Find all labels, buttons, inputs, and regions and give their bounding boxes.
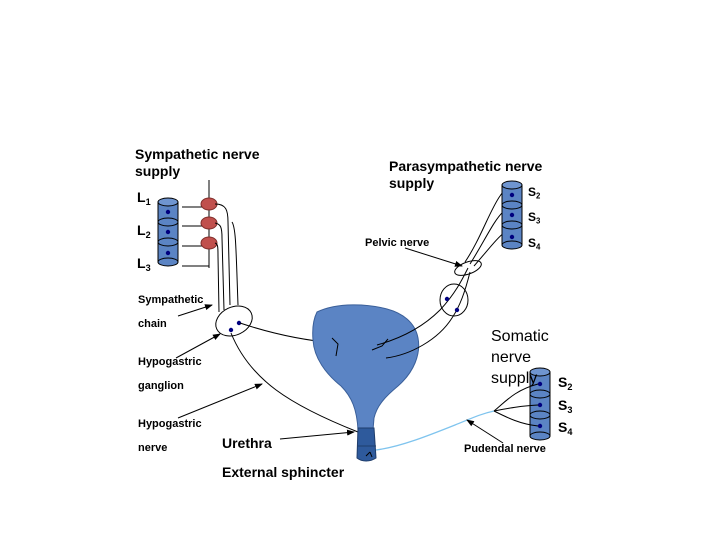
somatic-supply-label: Somatic nerve supply xyxy=(491,328,549,387)
parasympathetic-sacral-segments xyxy=(501,180,523,250)
segment-label-S3-parasympathetic: S3 xyxy=(528,210,541,226)
segment-label-S4-somatic: S4 xyxy=(558,419,573,438)
parasympathetic-supply-label: Parasympathetic nerve supply xyxy=(389,158,543,191)
hypogastric-nerve-label: Hypogastric nerve xyxy=(138,418,202,454)
pelvic-nerve-label: Pelvic nerve xyxy=(365,237,430,249)
sympathetic-ganglia xyxy=(200,197,218,250)
segment-label-S2-somatic: S2 xyxy=(558,374,573,393)
pudendal-nerve xyxy=(365,383,539,458)
urethra-label: Urethra xyxy=(222,435,272,451)
lumbar-spinal-segments xyxy=(157,197,179,267)
segment-label-S2-parasympathetic: S2 xyxy=(528,185,541,201)
segment-label-S4-parasympathetic: S4 xyxy=(528,236,541,252)
segment-label-L2: L2 xyxy=(137,222,151,241)
sympathetic-chain-label: Sympathetic chain xyxy=(138,294,204,330)
segment-label-S3-somatic: S3 xyxy=(558,397,573,416)
sympathetic-supply-label: Sympathetic nerve supply xyxy=(135,146,260,179)
segment-label-L3: L3 xyxy=(137,255,151,274)
hypogastric-ganglion-label: Hypogastric ganglion xyxy=(138,356,202,392)
pudendal-nerve-label: Pudendal nerve xyxy=(464,443,546,455)
sympathetic-nerves xyxy=(214,203,239,313)
hypogastric-ganglion xyxy=(215,305,253,337)
somatic-sacral-segments xyxy=(529,367,551,441)
bladder xyxy=(312,304,420,462)
external-sphincter-label: External sphincter xyxy=(222,464,345,480)
segment-label-L1: L1 xyxy=(137,189,151,208)
pointer-arrows xyxy=(175,247,504,444)
pelvic-ganglion xyxy=(439,283,469,317)
